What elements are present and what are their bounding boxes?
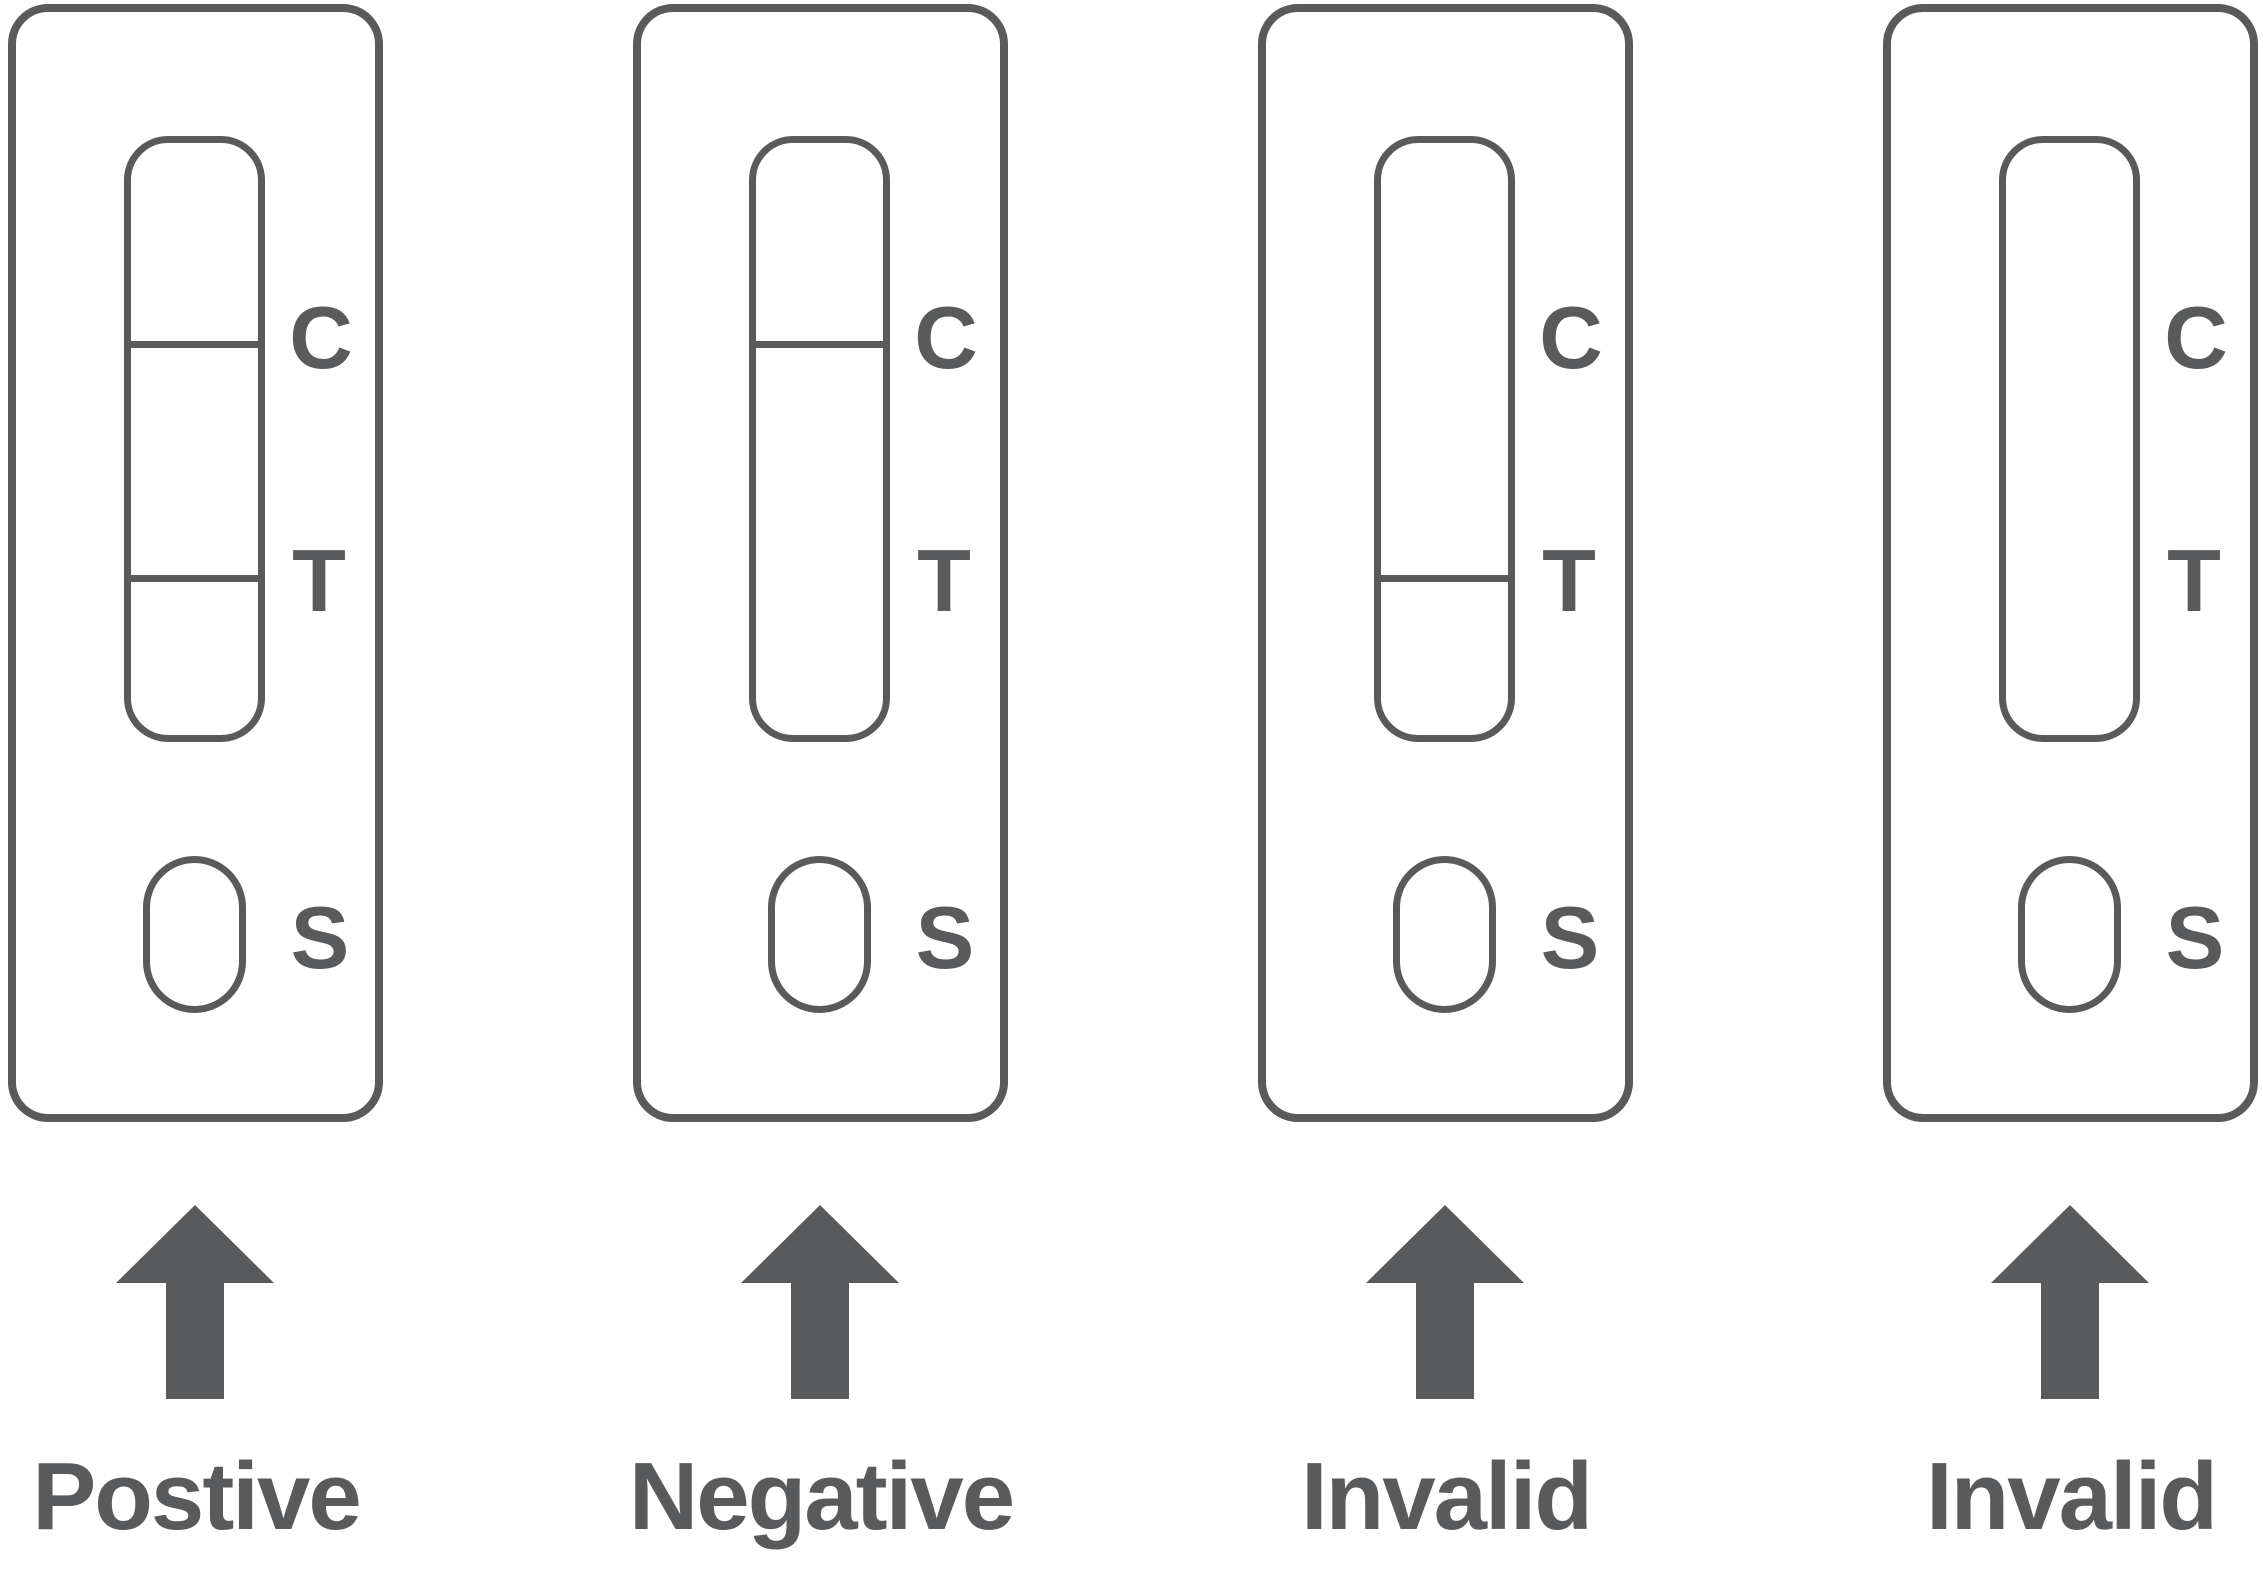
up-arrow-stem bbox=[166, 1283, 224, 1399]
result-window bbox=[749, 136, 890, 742]
test-marker-label: T bbox=[1542, 531, 1596, 630]
up-arrow-icon bbox=[633, 1205, 1008, 1399]
sample-well bbox=[2018, 856, 2121, 1013]
up-arrow-icon bbox=[1258, 1205, 1633, 1399]
result-label: Postive bbox=[32, 1443, 361, 1550]
up-arrow-head bbox=[1366, 1205, 1524, 1283]
test-line bbox=[1374, 575, 1515, 582]
up-arrow-icon bbox=[1883, 1205, 2258, 1399]
up-arrow-icon bbox=[8, 1205, 383, 1399]
result-label: Invalid bbox=[1300, 1443, 1593, 1550]
test-marker-label: T bbox=[2167, 531, 2221, 630]
control-marker-label: C bbox=[914, 288, 978, 387]
up-arrow-stem bbox=[2041, 1283, 2099, 1399]
test-cassette-group: C T S Negative bbox=[629, 4, 1015, 1564]
control-line bbox=[749, 341, 890, 348]
test-cassette-group: C T S Invalid bbox=[1883, 4, 2258, 1564]
control-marker-label: C bbox=[289, 288, 353, 387]
sample-well bbox=[143, 856, 246, 1013]
test-cassette-group: C T S Invalid bbox=[1258, 4, 1633, 1564]
test-marker-label: T bbox=[292, 531, 346, 630]
result-label: Negative bbox=[628, 1443, 1015, 1550]
sample-well bbox=[1393, 856, 1496, 1013]
result-label: Invalid bbox=[1925, 1443, 2218, 1550]
sample-marker-label: S bbox=[290, 888, 350, 987]
control-marker-label: C bbox=[2164, 288, 2228, 387]
up-arrow-stem bbox=[1416, 1283, 1474, 1399]
test-line bbox=[124, 575, 265, 582]
sample-well bbox=[768, 856, 871, 1013]
result-window bbox=[1999, 136, 2140, 742]
sample-marker-label: S bbox=[915, 888, 975, 987]
result-window bbox=[1374, 136, 1515, 742]
result-window bbox=[124, 136, 265, 742]
up-arrow-head bbox=[741, 1205, 899, 1283]
up-arrow-stem bbox=[791, 1283, 849, 1399]
control-line bbox=[124, 341, 265, 348]
control-marker-label: C bbox=[1539, 288, 1603, 387]
sample-marker-label: S bbox=[2165, 888, 2225, 987]
test-cassette-group: C T S Postive bbox=[8, 4, 383, 1564]
sample-marker-label: S bbox=[1540, 888, 1600, 987]
up-arrow-head bbox=[116, 1205, 274, 1283]
test-marker-label: T bbox=[917, 531, 971, 630]
up-arrow-head bbox=[1991, 1205, 2149, 1283]
